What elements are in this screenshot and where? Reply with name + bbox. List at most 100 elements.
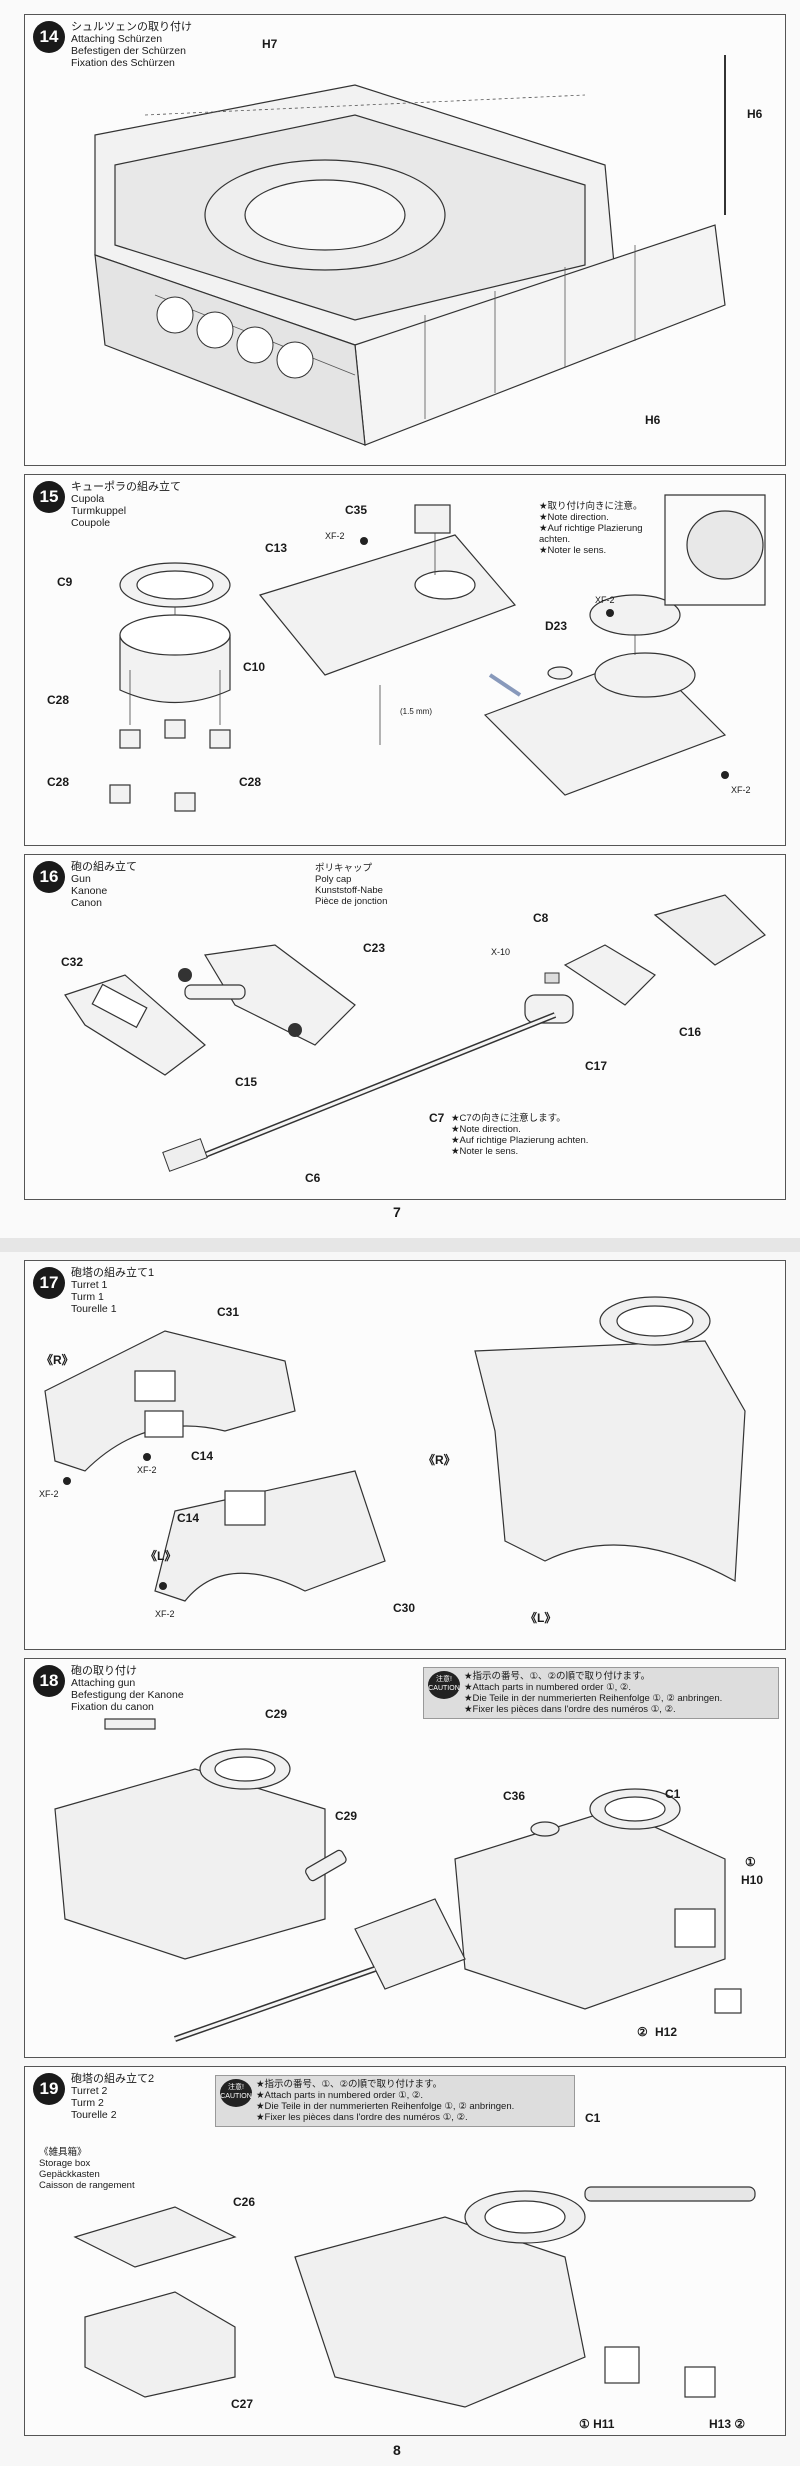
attach-gun-drawing — [54, 1718, 742, 2042]
caution-label: 注意! — [436, 1676, 452, 1683]
part-label-c14: C14 — [191, 1449, 214, 1463]
part-label-c15: C15 — [235, 1075, 258, 1089]
part-label-c16: C16 — [679, 1025, 702, 1039]
title-fr: Fixation du canon — [71, 1701, 154, 1713]
step-titles: 砲の取り付け Attaching gun Befestigung der Kan… — [71, 1665, 184, 1713]
poly-cap-note: ポリキャップ Poly cap Kunststoff-Nabe Pièce de… — [315, 863, 387, 907]
step-18-panel: 18 砲の取り付け Attaching gun Befestigung der … — [24, 1658, 786, 2058]
caution-box: 注意! CAUTION ★指示の番号、①、②の順で取り付けます。 ★Attach… — [423, 1667, 779, 1719]
part-label-c29: C29 — [265, 1707, 288, 1721]
part-label-c23: C23 — [363, 941, 386, 955]
caution-line: ★指示の番号、①、②の順で取り付けます。 — [464, 1671, 651, 1682]
title-de: Befestigung der Kanone — [71, 1689, 184, 1701]
caution-icon: 注意! CAUTION — [428, 1671, 460, 1699]
title-fr: Fixation des Schürzen — [71, 57, 175, 69]
step-number: 16 — [33, 861, 65, 893]
step-number: 14 — [33, 21, 65, 53]
paint-xf-2: XF-2 — [39, 1489, 59, 1499]
part-label-c7: C7 — [429, 1111, 445, 1125]
part-label-c6: C6 — [305, 1171, 321, 1185]
step-order-1: ① — [745, 1855, 756, 1869]
caution-line: ★Attach parts in numbered order ①, ②. — [464, 1682, 632, 1693]
turret-1-drawing — [44, 1296, 746, 1602]
part-label-c27: C27 — [231, 2397, 254, 2411]
title-jp: 砲の取り付け — [71, 1665, 137, 1677]
side-l-label: 《L》 — [525, 1611, 557, 1625]
note-line: Gepäckkasten — [39, 2169, 100, 2180]
title-jp: 砲の組み立て — [71, 861, 137, 873]
part-label-c14: C14 — [177, 1511, 200, 1525]
part-label-h6: H6 — [645, 413, 661, 427]
part-label-h7: H7 — [262, 37, 278, 51]
note-line: Pièce de jonction — [315, 896, 388, 907]
step-titles: シュルツェンの取り付け Attaching Schürzen Befestige… — [71, 21, 192, 69]
title-de: Turm 2 — [71, 2097, 104, 2109]
step-19-panel: 19 砲塔の組み立て2 Turret 2 Turm 2 Tourelle 2 注… — [24, 2066, 786, 2436]
paint-xf-2: XF-2 — [731, 785, 751, 795]
step-14-panel: 14 シュルツェンの取り付け Attaching Schürzen Befest… — [24, 14, 786, 466]
direction-note: ★C7の向きに注意します。 ★Note direction. ★Auf rich… — [451, 1113, 588, 1157]
title-fr: Tourelle 2 — [71, 2109, 117, 2121]
caution-label: CAUTION — [220, 2093, 252, 2100]
part-label-c1: C1 — [585, 2111, 601, 2125]
part-label-d23: D23 — [545, 619, 568, 633]
note-line: ★Note direction. — [451, 1124, 521, 1135]
part-label-c17: C17 — [585, 1059, 608, 1073]
storage-box-label: 《雑具箱》 Storage box Gepäckkasten Caisson d… — [39, 2147, 135, 2191]
title-jp: 砲塔の組み立て2 — [71, 2073, 155, 2085]
part-label-c8: C8 — [533, 911, 549, 925]
note-line: ★Auf richtige Plazierung achten. — [451, 1135, 589, 1146]
direction-note: ★取り付け向きに注意。 ★Note direction. ★Auf richti… — [539, 501, 643, 556]
paint-xf-2: XF-2 — [137, 1465, 157, 1475]
part-label-h11: ① H11 — [579, 2417, 615, 2431]
step-titles: キューポラの組み立て Cupola Turmkuppel Coupole — [71, 481, 181, 529]
part-label-h6: H6 — [747, 107, 763, 121]
page-number: 8 — [393, 2442, 401, 2458]
part-label-c31: C31 — [217, 1305, 240, 1319]
step-16-panel: 16 砲の組み立て Gun Kanone Canon — [24, 854, 786, 1200]
step-14-header: 14 シュルツェンの取り付け Attaching Schürzen Befest… — [33, 21, 192, 69]
part-label-c28: C28 — [47, 693, 70, 707]
title-en: Gun — [71, 873, 91, 885]
caution-line: ★指示の番号、①、②の順で取り付けます。 — [256, 2079, 443, 2090]
part-label-h13: H13 ② — [709, 2417, 746, 2431]
title-de: Befestigen der Schürzen — [71, 45, 186, 57]
step-17-panel: 17 砲塔の組み立て1 Turret 1 Turm 1 Tourelle 1 《… — [24, 1260, 786, 1650]
step-number: 15 — [33, 481, 65, 513]
step-titles: 砲塔の組み立て2 Turret 2 Turm 2 Tourelle 2 — [71, 2073, 154, 2121]
caution-line: ★Die Teile in der nummerierten Reihenfol… — [256, 2101, 515, 2112]
title-en: Turret 1 — [71, 1279, 108, 1291]
caution-label: 注意! — [228, 2084, 244, 2091]
step-17-header: 17 砲塔の組み立て1 Turret 1 Turm 1 Tourelle 1 — [33, 1267, 154, 1315]
part-label-c10: C10 — [243, 660, 266, 674]
title-de: Turm 1 — [71, 1291, 104, 1303]
title-jp: キューポラの組み立て — [71, 481, 181, 493]
part-label-c32: C32 — [61, 955, 84, 969]
part-label-x10: X-10 — [491, 947, 511, 957]
side-r-label: 《R》 — [423, 1453, 456, 1467]
part-label-c9: C9 — [57, 575, 73, 589]
title-en: Attaching gun — [71, 1677, 136, 1689]
note-line: Storage box — [39, 2158, 91, 2169]
step-titles: 砲の組み立て Gun Kanone Canon — [71, 861, 137, 909]
title-fr: Tourelle 1 — [71, 1303, 117, 1315]
part-label-c35: C35 — [345, 503, 368, 517]
part-label-c36: C36 — [503, 1789, 526, 1803]
caution-box: 注意! CAUTION ★指示の番号、①、②の順で取り付けます。 ★Attach… — [215, 2075, 575, 2127]
note-line: ★C7の向きに注意します。 — [451, 1113, 566, 1124]
part-label-h10: H10 — [741, 1873, 764, 1887]
page-number: 7 — [393, 1204, 401, 1220]
caution-icon: 注意! CAUTION — [220, 2079, 252, 2107]
caution-line: ★Fixer les pièces dans l'ordre des numér… — [464, 1704, 676, 1715]
title-fr: Canon — [71, 897, 102, 909]
note-line: ★Noter le sens. — [539, 545, 607, 556]
step-16-header: 16 砲の組み立て Gun Kanone Canon — [33, 861, 137, 909]
step-number: 17 — [33, 1267, 65, 1299]
step-19-header: 19 砲塔の組み立て2 Turret 2 Turm 2 Tourelle 2 — [33, 2073, 154, 2121]
turret-2-drawing — [73, 2186, 756, 2408]
title-en: Turret 2 — [71, 2085, 108, 2097]
page-gap — [0, 1238, 800, 1252]
note-line: Kunststoff-Nabe — [315, 885, 383, 896]
part-label-c29: C29 — [335, 1809, 358, 1823]
step-18-header: 18 砲の取り付け Attaching gun Befestigung der … — [33, 1665, 184, 1713]
